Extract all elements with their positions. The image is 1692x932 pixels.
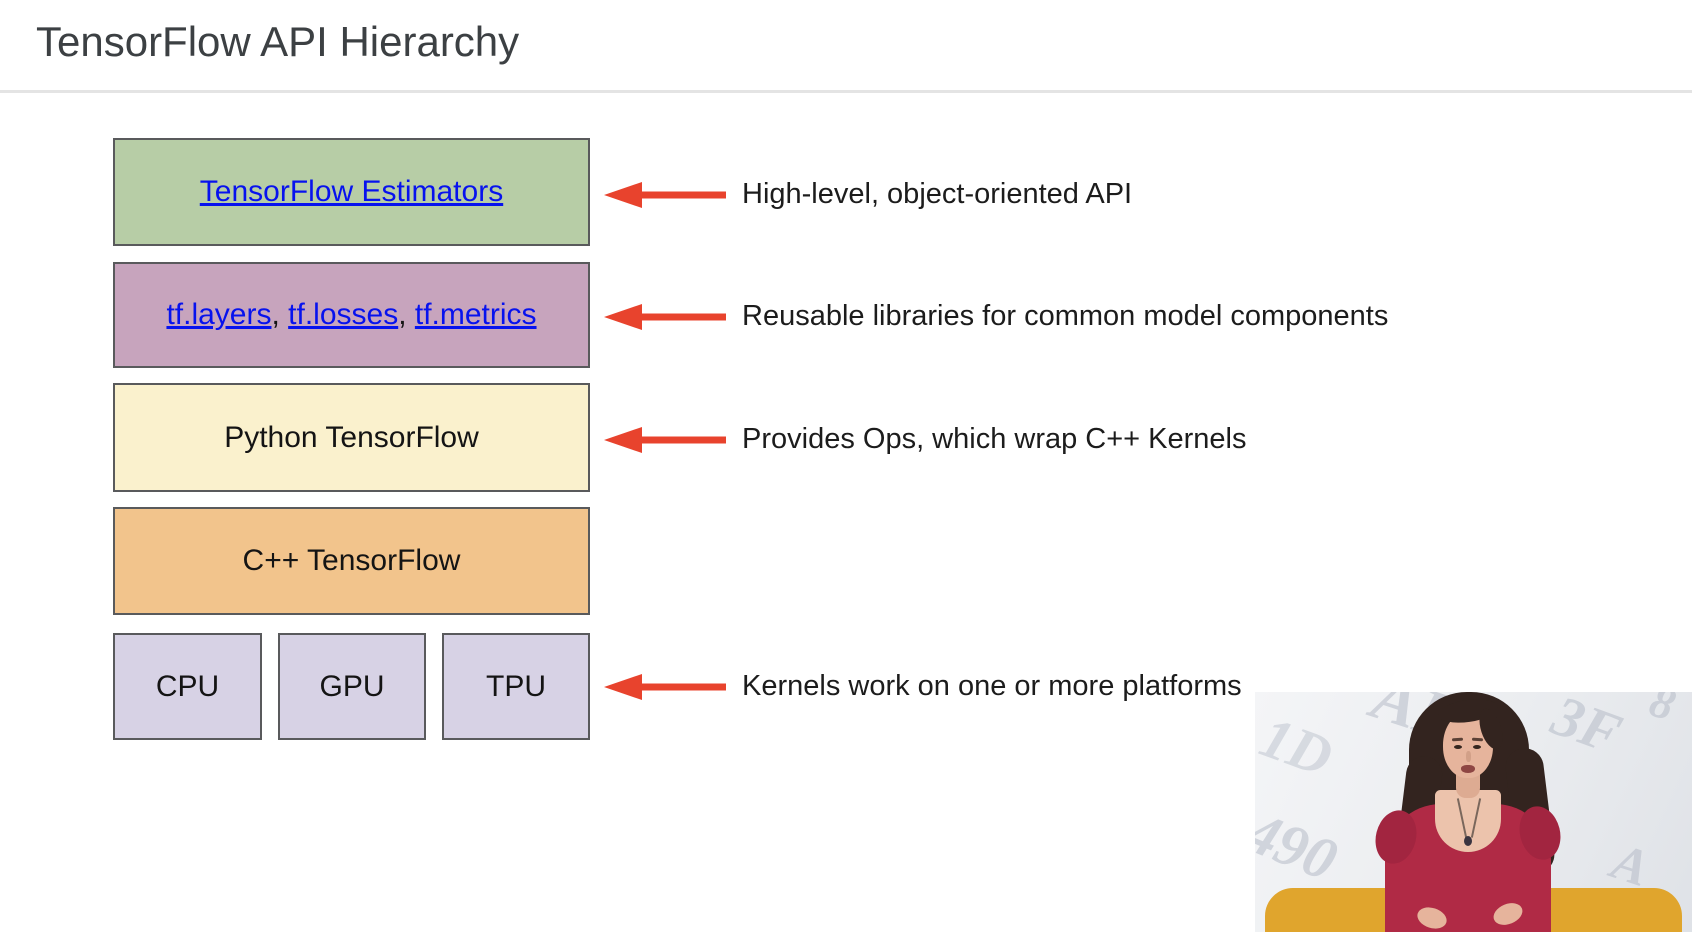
annotation-platforms: Kernels work on one or more platforms [604,670,1242,703]
presenter-video[interactable]: AB 1D 3F 8 490 A [1255,692,1692,932]
separator: , [271,298,289,331]
left-arrow-icon [604,303,726,330]
box-tf-libraries: tf.layers, tf.losses, tf.metrics [113,262,590,368]
link-tf-losses[interactable]: tf.losses [288,298,399,331]
background-glyph: 1D [1255,703,1342,790]
box-python-tensorflow: Python TensorFlow [113,383,590,492]
box-gpu: GPU [278,633,426,740]
separator: , [398,298,415,331]
box-cpp-tensorflow: C++ TensorFlow [113,507,590,615]
annotation-python: Provides Ops, which wrap C++ Kernels [604,423,1247,456]
annotation-text: Kernels work on one or more platforms [742,670,1242,702]
presenter-mouth [1461,765,1475,773]
background-glyph: 8 [1643,692,1682,731]
annotation-text: Reusable libraries for common model comp… [742,300,1389,332]
annotation-estimators: High-level, object-oriented API [604,178,1132,211]
necklace-pendant [1464,836,1472,846]
box-cpp-label: C++ TensorFlow [242,544,461,577]
tf-libraries-line: tf.layers, tf.losses, tf.metrics [166,298,536,332]
box-gpu-label: GPU [319,669,385,703]
box-python-label: Python TensorFlow [224,420,479,454]
link-tensorflow-estimators[interactable]: TensorFlow Estimators [199,175,504,208]
left-arrow-icon [604,426,726,453]
left-arrow-icon [604,673,726,700]
left-arrow-icon [604,181,726,208]
box-tpu: TPU [442,633,590,740]
box-tpu-label: TPU [486,669,546,703]
box-cpu-label: CPU [155,669,220,703]
background-glyph: 3F [1544,692,1630,767]
platform-row: CPU GPU TPU [113,633,590,740]
box-cpu: CPU [113,633,262,740]
box-tensorflow-estimators: TensorFlow Estimators [113,138,590,246]
link-tf-layers[interactable]: tf.layers [166,298,272,331]
annotation-text: Provides Ops, which wrap C++ Kernels [742,423,1247,455]
background-glyph: 490 [1255,798,1347,894]
link-tf-metrics[interactable]: tf.metrics [414,298,537,331]
page-title: TensorFlow API Hierarchy [36,18,520,65]
annotation-text: High-level, object-oriented API [742,178,1133,210]
annotation-libraries: Reusable libraries for common model comp… [604,300,1388,333]
presenter-eye [1454,745,1462,749]
presenter-eye [1473,745,1481,749]
presenter-nose [1466,751,1471,762]
title-divider [0,90,1692,93]
